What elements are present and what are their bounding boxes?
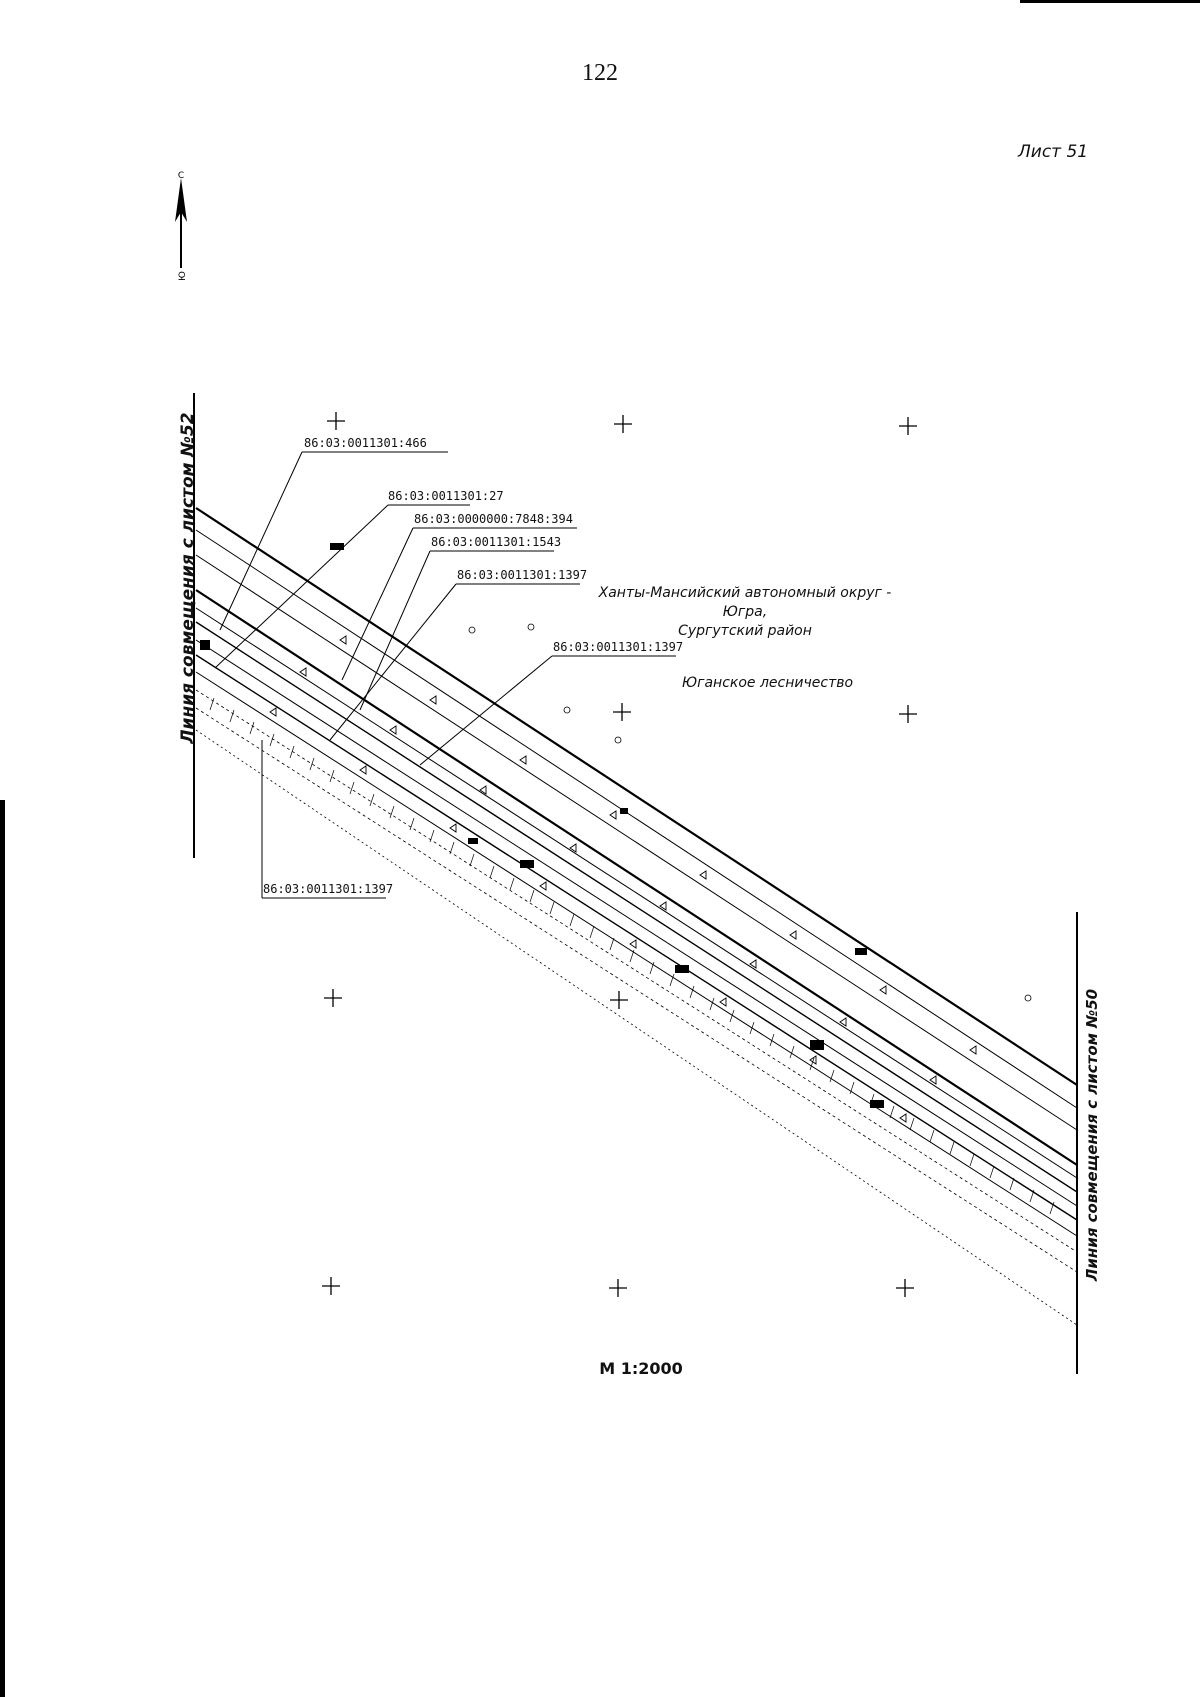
hatched-band: [209, 697, 1055, 1215]
south-letter: Ю: [178, 271, 188, 281]
scan-edge-top: [1020, 0, 1200, 3]
corridor-lines: [195, 507, 1078, 1326]
forestry-label: Юганское лесничество: [682, 675, 854, 691]
scattered-circles: [468, 623, 1032, 1002]
parcel-label: 86:03:0011301:1397: [457, 568, 588, 582]
leader-lines: [214, 451, 676, 899]
region-line-1: Ханты-Мансийский автономный округ - Югра…: [598, 585, 892, 620]
page-number: 122: [582, 60, 618, 86]
survey-points: [200, 543, 884, 1108]
region-label: Ханты-Мансийский автономный округ - Югра…: [575, 584, 915, 641]
parcel-label: 86:03:0011301:466: [304, 436, 427, 450]
grid-crosses: [322, 412, 917, 1297]
line-markers: [269, 635, 977, 1123]
match-line-left-text: Линия совмещения с листом №52: [178, 412, 198, 744]
north-arrow-icon: С Ю: [175, 171, 188, 281]
parcel-label: 86:03:0011301:1397: [263, 882, 394, 896]
parcel-label: 86:03:0000000:7848:394: [414, 512, 573, 526]
parcel-label: 86:03:0011301:27: [388, 489, 504, 503]
parcel-label: 86:03:0011301:1543: [431, 535, 562, 549]
north-letter: С: [178, 171, 184, 181]
scale-label: М 1:2000: [599, 1359, 683, 1378]
region-line-2: Сургутский район: [678, 623, 812, 639]
parcel-label: 86:03:0011301:1397: [553, 640, 684, 654]
sheet-label: Лист 51: [1018, 142, 1089, 162]
scan-edge-left: [0, 800, 5, 1697]
match-line-right-text: Линия совмещения с листом №50: [1083, 988, 1101, 1282]
